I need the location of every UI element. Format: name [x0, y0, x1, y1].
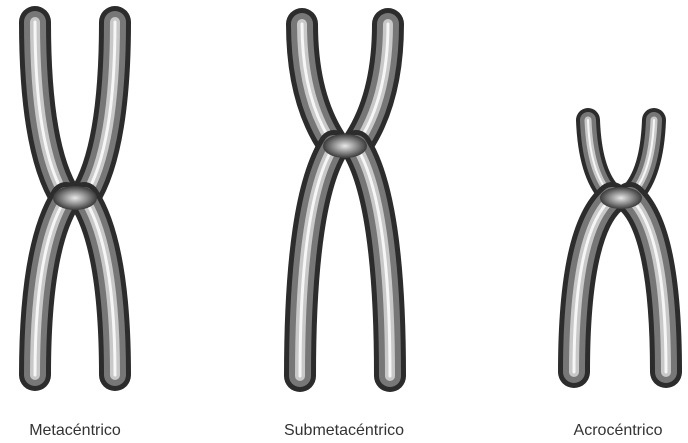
submetacentric-centromere: [323, 134, 367, 158]
acrocentric-chromosome: [574, 120, 666, 372]
metacentric-centromere: [53, 186, 97, 210]
submetacentric-chromosome: [300, 24, 390, 376]
acrocentric-label: Acrocéntrico: [574, 421, 663, 441]
submetacentric-label: Submetacéntrico: [284, 421, 404, 441]
acrocentric-centromere: [600, 187, 642, 209]
metacentric-chromosome: [35, 22, 115, 375]
metacentric-label: Metacéntrico: [29, 421, 121, 441]
